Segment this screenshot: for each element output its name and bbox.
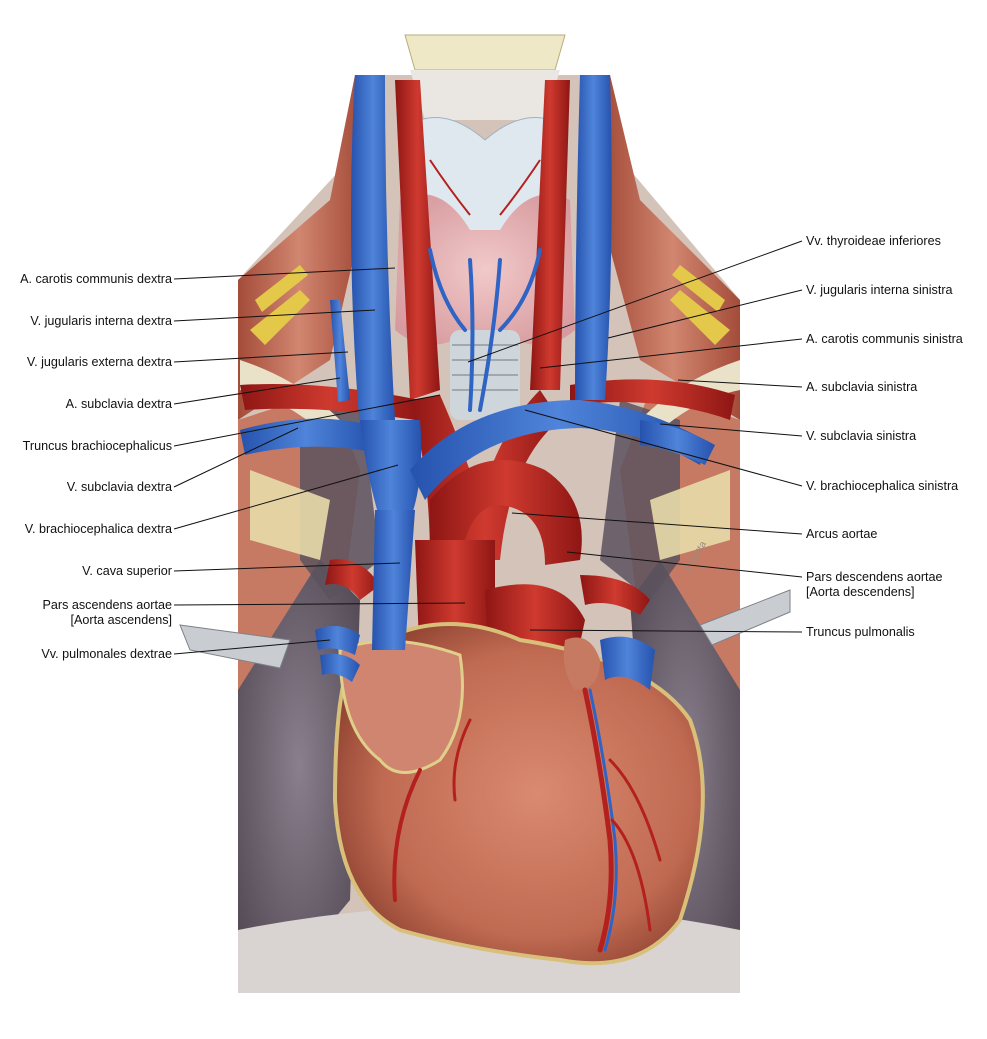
label-pars-ascendens-aortae: Pars ascendens aortae [Aorta ascendens] [42, 598, 172, 628]
label-v-jugularis-interna-sinistra: V. jugularis interna sinistra [806, 283, 953, 297]
brachial-plexus-left [670, 290, 730, 345]
label-a-subclavia-dextra: A. subclavia dextra [65, 397, 172, 411]
label-truncus-brachiocephalicus: Truncus brachiocephalicus [22, 439, 172, 453]
a-carotis-communis-dextra-vessel [395, 80, 440, 400]
label-v-subclavia-sinistra: V. subclavia sinistra [806, 429, 917, 443]
label-arcus-aortae: Arcus aortae [806, 527, 878, 541]
label-v-jugularis-interna-dextra: V. jugularis interna dextra [30, 314, 172, 328]
label-a-subclavia-sinistra: A. subclavia sinistra [806, 380, 918, 394]
label-pars-descendens-aortae-sub: [Aorta descendens] [806, 585, 915, 599]
hyoid [404, 34, 566, 71]
v-jugularis-interna-dextra-vessel [351, 75, 395, 430]
label-pars-descendens-aortae: Pars descendens aortae [Aorta descendens… [806, 570, 943, 600]
v-jugularis-externa-dextra-vessel [330, 300, 350, 402]
label-v-brachiocephalica-sinistra: V. brachiocephalica sinistra [806, 479, 959, 493]
brachial-plexus-right [250, 290, 310, 345]
retractor-right [179, 624, 291, 669]
a-subclavia-sinistra-vessel [570, 379, 735, 420]
label-vv-thyroideae-inferiores: Vv. thyroideae inferiores [806, 234, 941, 248]
v-brachiocephalica-sinistra-vessel [410, 400, 705, 500]
v-jugularis-interna-sinistra-vessel [575, 75, 612, 400]
heart [332, 622, 705, 966]
label-truncus-pulmonalis: Truncus pulmonalis [806, 625, 915, 639]
vv-pulmonales-dextrae-vessel [315, 626, 360, 655]
label-a-carotis-communis-sinistra: A. carotis communis sinistra [806, 332, 963, 346]
label-pars-descendens-aortae-main: Pars descendens aortae [806, 570, 943, 584]
v-cava-superior-vessel [372, 510, 415, 650]
v-subclavia-dextra-vessel [240, 418, 372, 455]
right-auricle [338, 639, 464, 774]
larynx-thyroid [395, 34, 575, 420]
label-v-cava-superior: V. cava superior [82, 564, 172, 578]
label-v-brachiocephalica-dextra: V. brachiocephalica dextra [24, 522, 172, 536]
veins [240, 75, 715, 690]
label-v-jugularis-externa-dextra: V. jugularis externa dextra [26, 355, 172, 369]
v-brachiocephalica-dextra-vessel [360, 420, 422, 520]
leader-lines [173, 240, 803, 655]
thyroid-gland [395, 194, 575, 345]
vv-thyroideae-inferiores-vessels [428, 248, 542, 412]
label-pars-ascendens-aortae-main: Pars ascendens aortae [42, 598, 172, 612]
v-subclavia-sinistra-vessel [640, 420, 715, 465]
a-carotis-communis-sinistra-vessel [530, 80, 570, 390]
label-vv-pulmonales-dextrae: Vv. pulmonales dextrae [41, 647, 172, 661]
label-v-subclavia-dextra: V. subclavia dextra [66, 480, 172, 494]
label-a-carotis-communis-dextra: A. carotis communis dextra [20, 272, 172, 286]
left-auricle [563, 637, 600, 690]
label-pars-ascendens-aortae-sub: [Aorta ascendens] [70, 613, 172, 627]
